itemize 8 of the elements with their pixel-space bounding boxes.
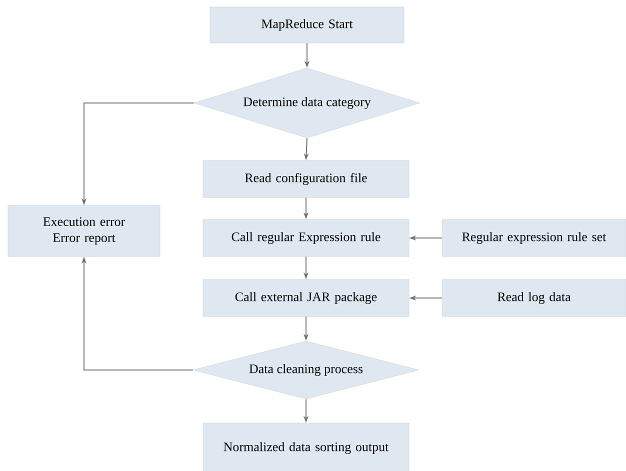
process-box: Call external JAR package [202,279,410,317]
process-box: Call regular Expression rule [202,219,410,257]
process-box: Normalized data sorting output [202,422,410,471]
process-box: Regular expression rule set [442,219,626,257]
process-box: Read configuration file [202,160,410,198]
process-box: MapReduce Start [210,6,404,44]
process-box: Execution error Error report [8,205,160,257]
process-box: Read log data [442,279,626,317]
